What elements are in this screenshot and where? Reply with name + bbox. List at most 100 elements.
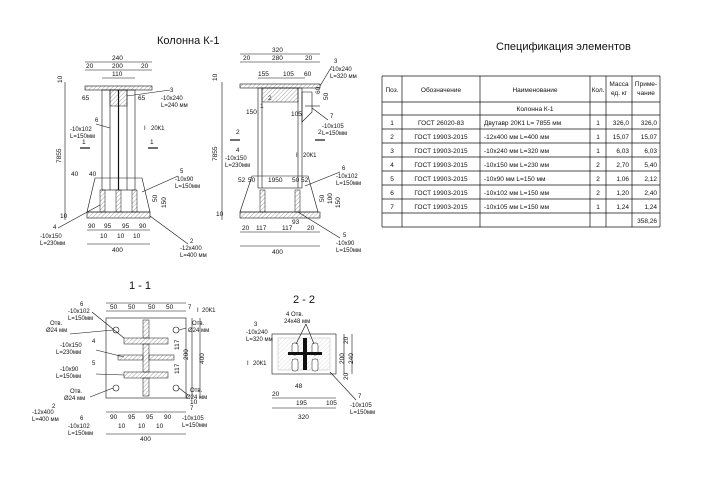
side-pos-6-text-b: L=150мм <box>336 181 361 187</box>
side-dim-20d: 20 <box>307 225 315 232</box>
table-cell-pos: 3 <box>390 148 394 155</box>
table-cell-mass: 15,07 <box>613 134 630 141</box>
front-pos-6-text-b: L=150мм <box>70 134 95 140</box>
sec1-pos-6a: 6 <box>80 302 84 308</box>
table-cell-name: -10х105 мм L=150 мм <box>484 204 550 211</box>
side-dim-20b: 20 <box>305 55 313 62</box>
front-pos-5-text-a: -10х90 <box>175 177 194 183</box>
table-cell-pos: 2 <box>390 134 394 141</box>
sec1-hole2-a: Отв. <box>192 321 205 327</box>
sec1-hole1-a: Отв. <box>50 321 63 327</box>
table-total: 358,26 <box>637 218 657 225</box>
sec1-dim-95b: 95 <box>146 414 154 421</box>
column-title: Колонна К-1 <box>157 35 219 47</box>
sec1-pos-4-text-b: L=230мм <box>56 350 81 356</box>
sec2-dim-20a: 20 <box>343 336 350 344</box>
sec2-profile: 20К1 <box>253 361 267 367</box>
side-dim-105-mid: 105 <box>291 111 302 118</box>
side-pos-5: 5 <box>343 233 347 239</box>
front-dim-200: 200 <box>112 63 123 70</box>
side-pos-4-text-a: -10х150 <box>225 156 247 162</box>
table-cell-note: 326,0 <box>641 120 658 127</box>
sec1-pos-5-text-a: -10х90 <box>60 367 79 373</box>
table-cell-name: Двутавр 20К1 L= 7855 мм <box>484 120 562 127</box>
front-view: 240 20 200 20 110 1 1 10 65 65 7855 40 4… <box>40 55 207 259</box>
table-cell-qty: 1 <box>596 120 600 127</box>
sec1-hole3-b: Ø24 мм <box>64 396 85 402</box>
front-pos-2-text-a: -12х400 <box>180 246 202 252</box>
table-cell-pos: 4 <box>390 162 394 169</box>
side-dim-7855: 7855 <box>212 146 219 161</box>
side-dim-50-right: 50 <box>323 92 330 100</box>
sec1-hole3-a: Отв. <box>70 389 83 395</box>
table-cell-designation: ГОСТ 19903-2015 <box>414 190 468 197</box>
sec2-dim-320: 320 <box>298 414 309 421</box>
spec-title: Спецификация элементов <box>496 41 631 53</box>
side-dim-10-bottom: 10 <box>216 211 224 218</box>
sec2-dim-240: 240 <box>348 353 355 364</box>
sec1-dim-400-bottom: 400 <box>140 436 151 443</box>
side-dim-50c: 50 <box>319 194 326 202</box>
front-pos-3-text-a: -10х240 <box>161 96 183 102</box>
table-cell-mass: 326,0 <box>613 120 630 127</box>
side-cut-1: 1 <box>260 103 264 110</box>
front-cut-1-right: 1 <box>150 139 154 146</box>
sec2-profile-icon: I <box>247 361 249 367</box>
front-dim-65a: 65 <box>82 95 90 102</box>
front-dim-10b: 10 <box>117 233 125 240</box>
table-cell-designation: ГОСТ 19903-2015 <box>414 176 468 183</box>
side-cut-2-left: 2 <box>236 129 240 136</box>
section-1-title: 1 - 1 <box>129 280 151 292</box>
front-dim-90a: 90 <box>88 223 96 230</box>
sec1-pos-2-text-a: -12х400 <box>32 410 54 416</box>
front-pos-3-text-b: L=240 мм <box>161 103 188 109</box>
sec1-profile-icon: I <box>197 308 199 314</box>
side-profile-icon: I <box>296 153 298 159</box>
table-cell-pos: 6 <box>390 190 394 197</box>
table-cell-mass: 2,70 <box>616 162 629 169</box>
table-cell-name: -10х90 мм L=150 мм <box>484 176 546 183</box>
side-pos-4-text-b: L=230мм <box>225 163 250 169</box>
table-cell-name: -12х400 мм L=400 мм <box>484 134 550 141</box>
section-1-1: 50 50 50 50 200 117 117 400 10 90 95 95 … <box>32 302 216 443</box>
sec1-pos-7b: 7 <box>190 406 194 412</box>
front-dim-10-bottom: 10 <box>60 213 68 220</box>
side-pos-3-text-b: L=320 мм <box>330 74 357 80</box>
front-profile-icon: I <box>144 126 146 132</box>
sec1-hole1-b: Ø24 мм <box>46 328 67 334</box>
side-pos-7-text-a: -10х105 <box>322 124 344 130</box>
sec1-pos-2-text-b: L=400 мм <box>32 417 59 423</box>
side-dim-150: 150 <box>335 197 342 208</box>
side-pos-7-text-b: L=150мм <box>322 131 347 137</box>
front-pos-6: 6 <box>95 118 99 124</box>
front-dim-150: 150 <box>161 197 168 208</box>
table-header-qty: Кол. <box>592 87 605 94</box>
sec1-dim-10c: 10 <box>156 423 164 430</box>
table-cell-name: -10х240 мм L=320 мм <box>484 148 550 155</box>
front-dim-110: 110 <box>112 71 123 78</box>
side-pos-5-text-b: L=150мм <box>336 248 361 254</box>
sec2-dim-105: 105 <box>326 400 337 407</box>
table-cell-name: -10х102 мм L=150 мм <box>484 190 550 197</box>
sec1-hole2-b: Ø24 мм <box>188 328 209 334</box>
sec2-holes-a: 4 Отв. <box>286 312 304 318</box>
table-cell-mass: 1,20 <box>616 190 629 197</box>
table-header-mass-b: ед. кг <box>611 90 628 97</box>
side-pos-6: 6 <box>342 166 346 172</box>
table-cell-pos: 7 <box>390 204 394 211</box>
front-dim-90b: 90 <box>139 223 147 230</box>
sec1-pos-4: 4 <box>92 339 96 345</box>
table-cell-name: -10х150 мм L=230 мм <box>484 162 550 169</box>
sec1-pos-6b: 6 <box>80 416 84 422</box>
table-cell-designation: ГОСТ 19903-2015 <box>414 204 468 211</box>
front-cut-1-left: 1 <box>82 139 86 146</box>
front-dim-95b: 95 <box>122 223 130 230</box>
side-pos-3: 3 <box>334 59 338 65</box>
table-cell-mass: 1,24 <box>616 204 629 211</box>
table-cell-note: 6,03 <box>644 148 657 155</box>
sec1-pos-6b-text-a: -10х102 <box>68 424 90 430</box>
sec1-hole4-a: Отв. <box>190 388 203 394</box>
table-cell-qty: 1 <box>596 148 600 155</box>
side-dim-280: 280 <box>272 55 283 62</box>
table-header-pos: Поз. <box>386 87 399 94</box>
